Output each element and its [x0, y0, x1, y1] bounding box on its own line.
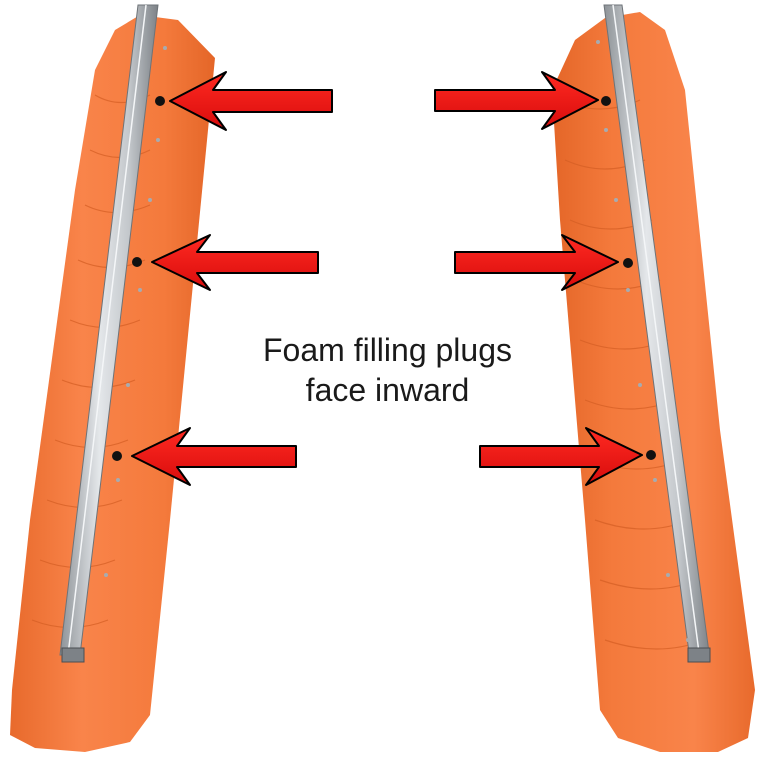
arrow-right-icon	[454, 234, 619, 291]
plug-icon	[646, 450, 656, 460]
arrows-right	[434, 71, 643, 486]
plug-icon	[601, 96, 611, 106]
arrows-left	[131, 71, 333, 486]
arrow-left-icon	[151, 234, 319, 291]
arrow-right-icon	[479, 427, 643, 486]
arrow-left-icon	[169, 71, 333, 131]
plug-icon	[112, 451, 122, 461]
pontoon-right-rail-end	[687, 647, 711, 663]
caption: Foam filling plugs face inward	[200, 330, 575, 410]
arrow-right-icon	[434, 71, 599, 130]
plug-icon	[155, 96, 165, 106]
caption-line-1: Foam filling plugs	[263, 332, 512, 368]
pontoon-left-rail-end	[61, 647, 85, 663]
pontoon-right	[552, 4, 755, 752]
arrow-left-icon	[131, 427, 297, 486]
pontoon-right-screws	[596, 40, 690, 642]
plug-icon	[623, 258, 633, 268]
caption-line-2: face inward	[305, 372, 470, 408]
pontoon-left	[10, 4, 215, 752]
pontoon-left-screws	[104, 46, 167, 577]
plug-icon	[132, 257, 142, 267]
